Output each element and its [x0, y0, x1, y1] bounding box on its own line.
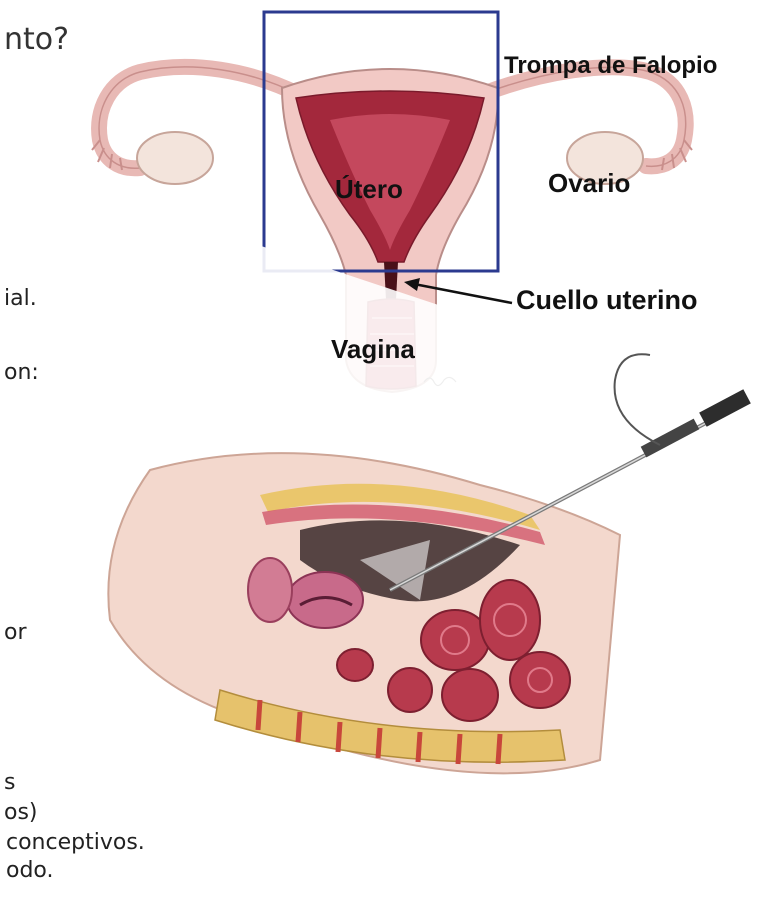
label-uterus: Útero	[335, 174, 403, 205]
label-ovary: Ovario	[548, 168, 630, 199]
label-vagina: Vagina	[331, 334, 415, 365]
label-cervix: Cuello uterino	[516, 285, 698, 316]
laparoscopy-drawing	[30, 215, 784, 900]
label-fallopian-tube: Trompa de Falopio	[504, 52, 717, 80]
